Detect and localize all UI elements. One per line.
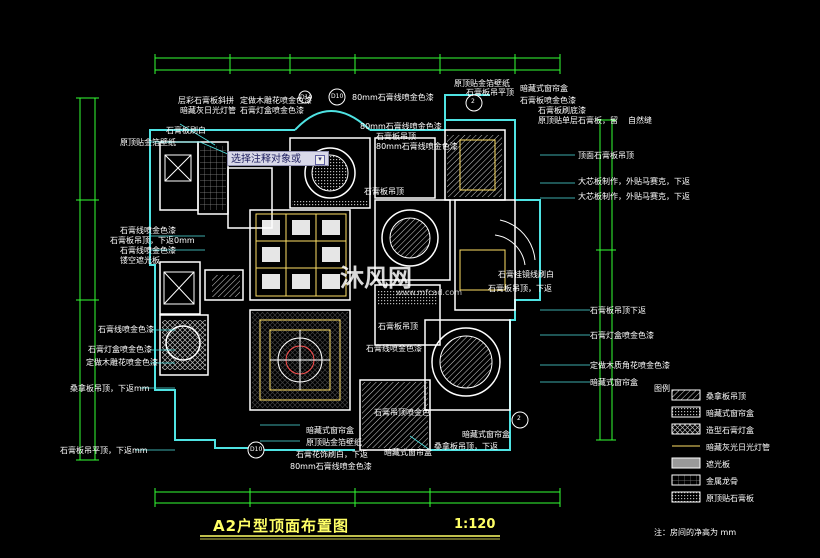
annotation-label: 石膏板刷白 xyxy=(166,126,206,135)
annotation-label: 石膏挂镜线刷白 xyxy=(498,270,554,279)
annotation-label: 顶面石膏板吊顶 xyxy=(578,151,634,160)
ornate-ceiling xyxy=(259,319,341,401)
annotation-label: 自然缝 xyxy=(628,116,652,125)
legend-item: 原顶贴石膏板 xyxy=(706,494,754,503)
annotation-label: 80mm石膏线喷金色漆 xyxy=(352,93,434,102)
annotation-label: 石膏花饰刷白，下返 xyxy=(296,450,368,459)
legend-item: 遮光板 xyxy=(706,460,730,469)
annotation-label: 定做木质角花喷金色漆 xyxy=(590,361,670,370)
annotation-label: 石膏线喷金色漆 xyxy=(366,344,422,353)
prompt-text: 选择注释对象或 xyxy=(231,154,301,165)
section-tag: 2 xyxy=(517,415,521,422)
grid-ceiling xyxy=(255,213,347,297)
annotation-label: 石膏板喷金色漆 xyxy=(520,96,576,105)
section-tags xyxy=(247,88,529,459)
annotation-label: 定做木雕花喷金色漆 xyxy=(86,358,158,367)
annotation-label: 石膏板吊顶，下返0mm xyxy=(110,236,195,245)
annotation-label: 石膏线喷金色漆 xyxy=(98,325,154,334)
annotation-label: 桑拿板吊顶，下返 xyxy=(434,442,498,451)
annotation-label: 石膏板吊平顶 xyxy=(466,88,514,97)
legend-item: 暗藏灰光日光灯管 xyxy=(706,443,770,452)
fixtures xyxy=(163,139,506,305)
annotation-label: 原顶贴金箔壁纸 xyxy=(306,438,362,447)
annotation-label: 石膏板刷底漆 xyxy=(538,106,586,115)
annotation-label: 石膏板吊顶 xyxy=(376,132,416,141)
watermark-logo: 沐风网 xyxy=(340,264,412,292)
annotation-label: 石膏灯盒喷金色漆 xyxy=(590,331,654,340)
legend-item: 桑拿板吊顶 xyxy=(706,392,746,401)
legend-title: 图例 xyxy=(654,384,670,393)
ceiling-patterns xyxy=(162,135,502,448)
drawing-title: A2户型顶面布置图 xyxy=(213,517,350,535)
annotation-label: 石膏灯盒喷金色漆 xyxy=(88,345,152,354)
annotation-label: 石膏线喷金色漆 xyxy=(120,226,176,235)
annotation-label: 暗藏灰日光灯管 xyxy=(180,106,236,115)
annotation-label: 石膏板吊顶下返 xyxy=(590,306,646,315)
prompt-dropdown-button[interactable]: ▾ xyxy=(315,155,325,165)
annotation-label: 原顶贴金箔壁纸 xyxy=(454,79,510,88)
annotation-label: 暗藏式窗帘盒 xyxy=(384,448,432,457)
annotation-label: 镂空遮光板 xyxy=(120,256,160,265)
round-ceilings xyxy=(165,147,536,397)
section-tag: 2 xyxy=(471,98,475,105)
interior-walls xyxy=(159,129,516,451)
annotation-label: 石膏板吊顶 xyxy=(364,187,404,196)
annotation-label: 层彩石膏板斜拼 xyxy=(178,96,234,105)
annotation-label: 石膏板吊顶，下返 xyxy=(488,284,552,293)
annotation-label: 定做木雕花喷金色漆 xyxy=(240,96,312,105)
annotation-label: 80mm石膏线喷金色漆 xyxy=(360,122,442,131)
annotation-label: 原顶贴金箔壁纸 xyxy=(120,138,176,147)
annotation-label: 大芯板制作，外贴马赛克，下返 xyxy=(578,177,690,186)
annotation-label: 暗藏式窗帘盒 xyxy=(520,84,568,93)
height-note: 注：房间的净高为 mm xyxy=(654,528,737,537)
annotation-label: 桑拿板吊顶，下返mm xyxy=(70,384,150,393)
leader-lines xyxy=(135,123,590,451)
section-tag: D10 xyxy=(331,93,344,100)
annotation-label: 暗藏式窗帘盒 xyxy=(462,430,510,439)
annotation-label: 暗藏式窗帘盒 xyxy=(590,378,638,387)
watermark-url: www.mfcad.com xyxy=(396,288,463,297)
legend-swatches xyxy=(671,389,701,503)
annotation-label: 暗藏式窗帘盒 xyxy=(306,426,354,435)
annotation-label: 石膏板吊平顶，下返mm xyxy=(60,446,148,455)
annotation-label: 石膏吊顶喷金色 xyxy=(374,408,430,417)
legend-item: 暗藏式窗帘盒 xyxy=(706,409,754,418)
section-tag: D10 xyxy=(300,94,313,101)
annotation-label: 石膏灯盒喷金色漆 xyxy=(240,106,304,115)
dimension-lines xyxy=(76,54,616,507)
annotation-select-prompt[interactable]: 选择注释对象或 ▾ xyxy=(227,151,329,166)
legend-item: 造型石膏灯盒 xyxy=(706,426,754,435)
annotation-label: 石膏板吊顶 xyxy=(378,322,418,331)
section-tag: D10 xyxy=(250,446,263,453)
annotation-label: 石膏线喷金色漆 xyxy=(120,246,176,255)
annotation-label: 80mm石膏线喷金色漆 xyxy=(290,462,372,471)
drawing-scale: 1:120 xyxy=(454,517,496,532)
annotation-label: 80mm石膏线喷金色漆 xyxy=(376,142,458,151)
annotation-label: 大芯板制作，外贴马赛克，下返 xyxy=(578,192,690,201)
annotation-label: 原顶贴单层石膏板，留 xyxy=(538,116,618,125)
legend-item: 金属龙骨 xyxy=(706,477,738,486)
